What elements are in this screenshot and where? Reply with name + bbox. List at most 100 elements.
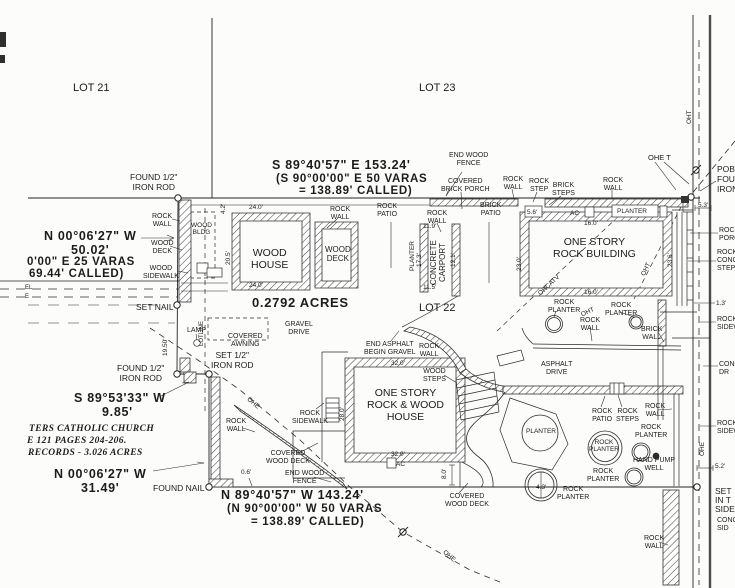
features-label: ROCK WALL [644, 535, 665, 550]
edge-fragments-label: DR [719, 369, 730, 376]
dimensions-label: 4.3' [536, 484, 547, 491]
edge-fragments-label: SIDEW [717, 428, 735, 435]
structures-label: WOOD BLDG [191, 222, 212, 237]
dimensions-label: 23.6' [667, 253, 674, 267]
edge-fragments-label: CONC [719, 361, 735, 368]
structures-label: WOOD DECK [325, 245, 351, 263]
utilities-label: OHT [640, 261, 653, 278]
site-detail-lines [181, 198, 710, 488]
bearings-label: 9.85' [102, 405, 133, 419]
features-label: ROCK PLANTER [589, 439, 619, 454]
structures-label: CONCRETE CARPORT [429, 240, 447, 285]
features-label: HAND PUMP WELL [633, 457, 676, 472]
area-label: 0.2792 ACRES [252, 295, 349, 310]
monument-symbols [173, 164, 702, 538]
boundary-lines [0, 15, 712, 588]
features-label: ROCK PLANTER [587, 468, 620, 483]
dimensions-label: 11.5' [423, 284, 437, 291]
dimensions-label: 11.9' [423, 223, 437, 230]
utilities-label: OHE [699, 441, 706, 456]
monuments-label: SET NAIL [136, 302, 174, 312]
edge-fragments-label: SET [715, 486, 732, 496]
edge-fragments-label: E [25, 294, 30, 300]
features-label: BRICK WALL [641, 326, 663, 341]
features-label: WOOD SIDEWALK [143, 265, 179, 280]
features-label: ROCK STEPS [616, 408, 639, 423]
bearings-label: 0'00" E 25 VARAS [27, 256, 136, 268]
dimensions-label: 16.0' [584, 289, 598, 296]
dimensions-label: 24.0' [249, 282, 263, 289]
bearings-label: 31.49' [81, 481, 120, 495]
lots-label: LOT 21 [73, 82, 110, 94]
features-label: ROCK PLANTER [605, 302, 638, 317]
monuments-label: SET 1/2" IRON ROD [211, 350, 254, 370]
features-label: COVERED WOOD DECK [266, 450, 310, 465]
utilities-label: OHE [441, 549, 457, 564]
features-label: PLANTER [526, 428, 556, 435]
notes-label: RECORDS - 3.026 ACRES [28, 448, 143, 458]
features-label: ASPHALT DRIVE [541, 361, 573, 376]
dimensions-label: 16.0' [584, 220, 598, 227]
bearings-label: 69.44' CALLED) [29, 268, 124, 280]
edge-fragments-label: FOU [717, 174, 735, 184]
monuments-label: FOUND NAIL [153, 483, 205, 493]
bearings-label: 50.02' [71, 243, 110, 257]
features-label: COVERED AWNING [228, 333, 263, 348]
features-label: AC [396, 461, 406, 468]
features-label: LOTLINE [199, 320, 205, 346]
edge-fragments-label: ROCK [717, 249, 735, 256]
features-label: END WOOD FENCE [285, 470, 325, 485]
bearings-label: (S 90°00'00" E 50 VARAS [276, 173, 428, 185]
bearings-label: S 89°40'57" E 153.24' [272, 158, 411, 172]
features-label: ROCK PLANTER [557, 486, 590, 501]
structures-label: WOOD HOUSE [251, 247, 289, 271]
dimensions-label: 4.2' [220, 203, 227, 214]
features-label: BRICK PATIO [480, 202, 502, 217]
edge-fragments-label: CONC [717, 517, 735, 524]
edge-fragments-label: SIDEW [717, 324, 735, 331]
structures-label: ONE STORY ROCK BUILDING [553, 236, 636, 260]
features-label: ROCK PATIO [377, 203, 398, 218]
bearings-label: (N 90°00'00" W 50 VARAS [227, 503, 383, 515]
features-label: ROCK STEP [529, 178, 550, 193]
dimensions-label: 28.0' [339, 407, 346, 421]
bearings-label: = 138.89' CALLED) [299, 185, 413, 197]
dimensions-label: 17.3' [416, 253, 423, 267]
features-label: ROCK PLANTER [635, 424, 668, 439]
edge-fragments-label: STEP [717, 265, 735, 272]
features-label: COVERED BRICK PORCH [441, 178, 490, 193]
scan-artifacts [0, 32, 6, 63]
utilities-label: OHT [686, 110, 693, 124]
bearings-label: N 89°40'57" W 143.24' [221, 488, 364, 502]
edge-fragments-label: EL [25, 285, 33, 291]
structures-label: ONE STORY ROCK & WOOD HOUSE [367, 387, 445, 423]
features-label: ROCK WALL [645, 403, 666, 418]
features-label: COVERED WOOD DECK [445, 493, 489, 508]
features-label: GRAVEL DRIVE [285, 321, 313, 336]
utilities-label: OHE [245, 396, 261, 411]
dimensions-label: 8.0' [441, 468, 448, 479]
features-label: 5.6' [527, 209, 538, 216]
features-label: ROCK PATIO [592, 408, 613, 423]
edge-fragments-label: IN T [715, 495, 731, 505]
utilities-label: OHE T [648, 153, 671, 162]
features-label: BRICK STEPS [552, 182, 575, 197]
edge-fragments-label: IRON [717, 184, 735, 194]
edge-fragments-label: ROCK [717, 420, 735, 427]
bearings-label: N 00°06'27" W [44, 229, 137, 243]
edge-fragments-label: ROCK [719, 227, 735, 234]
features-label: AC [570, 210, 580, 217]
dashed-utility-lines [0, 40, 735, 585]
monuments-label: FOUND 1/2" IRON ROD [130, 172, 178, 192]
notes-label: E 121 PAGES 204-206. [27, 436, 127, 446]
features-label: ROCK WALL [152, 213, 173, 228]
notes-label: TERS CATHOLIC CHURCH [29, 424, 155, 434]
bearings-label: S 89°53'33" W [74, 391, 166, 405]
leader-lines [141, 161, 718, 546]
features-label: ROCK WALL [330, 206, 351, 221]
dimensions-label: 32.0' [391, 360, 405, 367]
bearings-label: = 138.89' CALLED) [251, 516, 365, 528]
